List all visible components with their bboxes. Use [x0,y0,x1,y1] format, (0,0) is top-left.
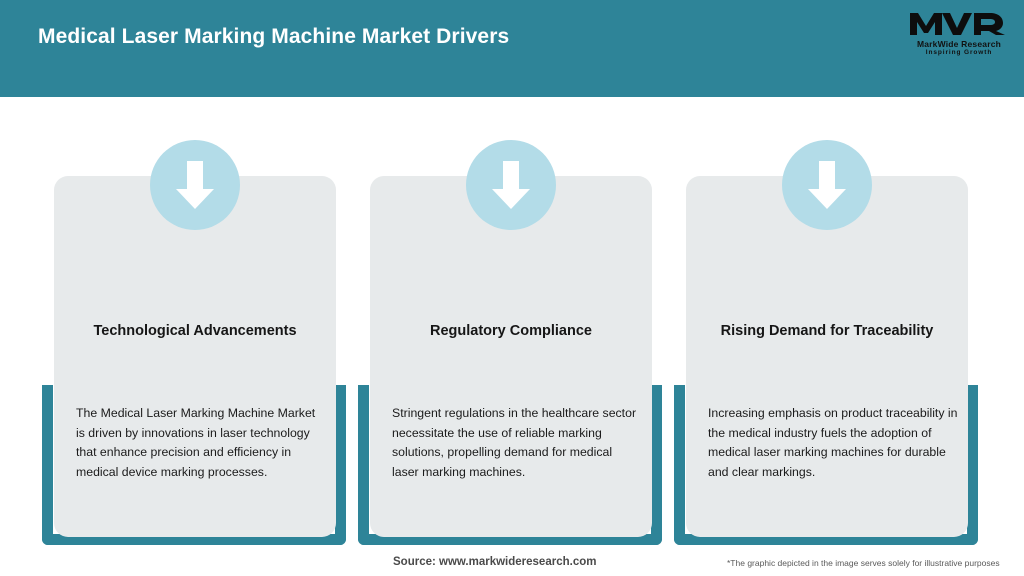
arrow-down-glyph [176,161,214,209]
logo-company-name: MarkWide Research [916,39,1002,49]
driver-card-body: The Medical Laser Marking Machine Market… [76,406,316,479]
driver-card-body: Increasing emphasis on product traceabil… [708,406,958,479]
driver-card[interactable]: Technological Advancements The Medical L… [54,176,336,537]
card-frame-accent [42,385,346,545]
arrow-down-glyph [808,161,846,209]
mwr-logo-icon [910,13,1005,35]
card-frame-accent [674,385,978,545]
arrow-down-glyph [492,161,530,209]
driver-card-body: Stringent regulations in the healthcare … [392,406,637,479]
driver-column-3: Rising Demand for Traceability Increasin… [674,97,990,545]
logo-tagline: Inspiring Growth [925,49,993,56]
arrow-down-icon [782,140,872,230]
page-title: Medical Laser Marking Machine Market Dri… [38,25,510,48]
arrow-down-icon [150,140,240,230]
driver-card[interactable]: Regulatory Compliance Stringent regulati… [370,176,652,537]
driver-card-title: Rising Demand for Traceability [720,323,934,339]
header-bar: Medical Laser Marking Machine Market Dri… [0,0,1024,97]
card-frame-accent [358,385,662,545]
driver-card[interactable]: Rising Demand for Traceability Increasin… [686,176,968,537]
source-label: Source: www.markwideresearch.com [393,556,597,568]
drivers-board: Technological Advancements The Medical L… [0,97,1024,545]
driver-card-title: Technological Advancements [93,323,297,339]
driver-column-1: Technological Advancements The Medical L… [42,97,358,545]
driver-column-2: Regulatory Compliance Stringent regulati… [358,97,674,545]
driver-card-title: Regulatory Compliance [430,323,592,339]
disclaimer-label: *The graphic depicted in the image serve… [727,558,1000,568]
arrow-down-icon [466,140,556,230]
brand-logo: MarkWide Research Inspiring Growth [906,8,1012,66]
